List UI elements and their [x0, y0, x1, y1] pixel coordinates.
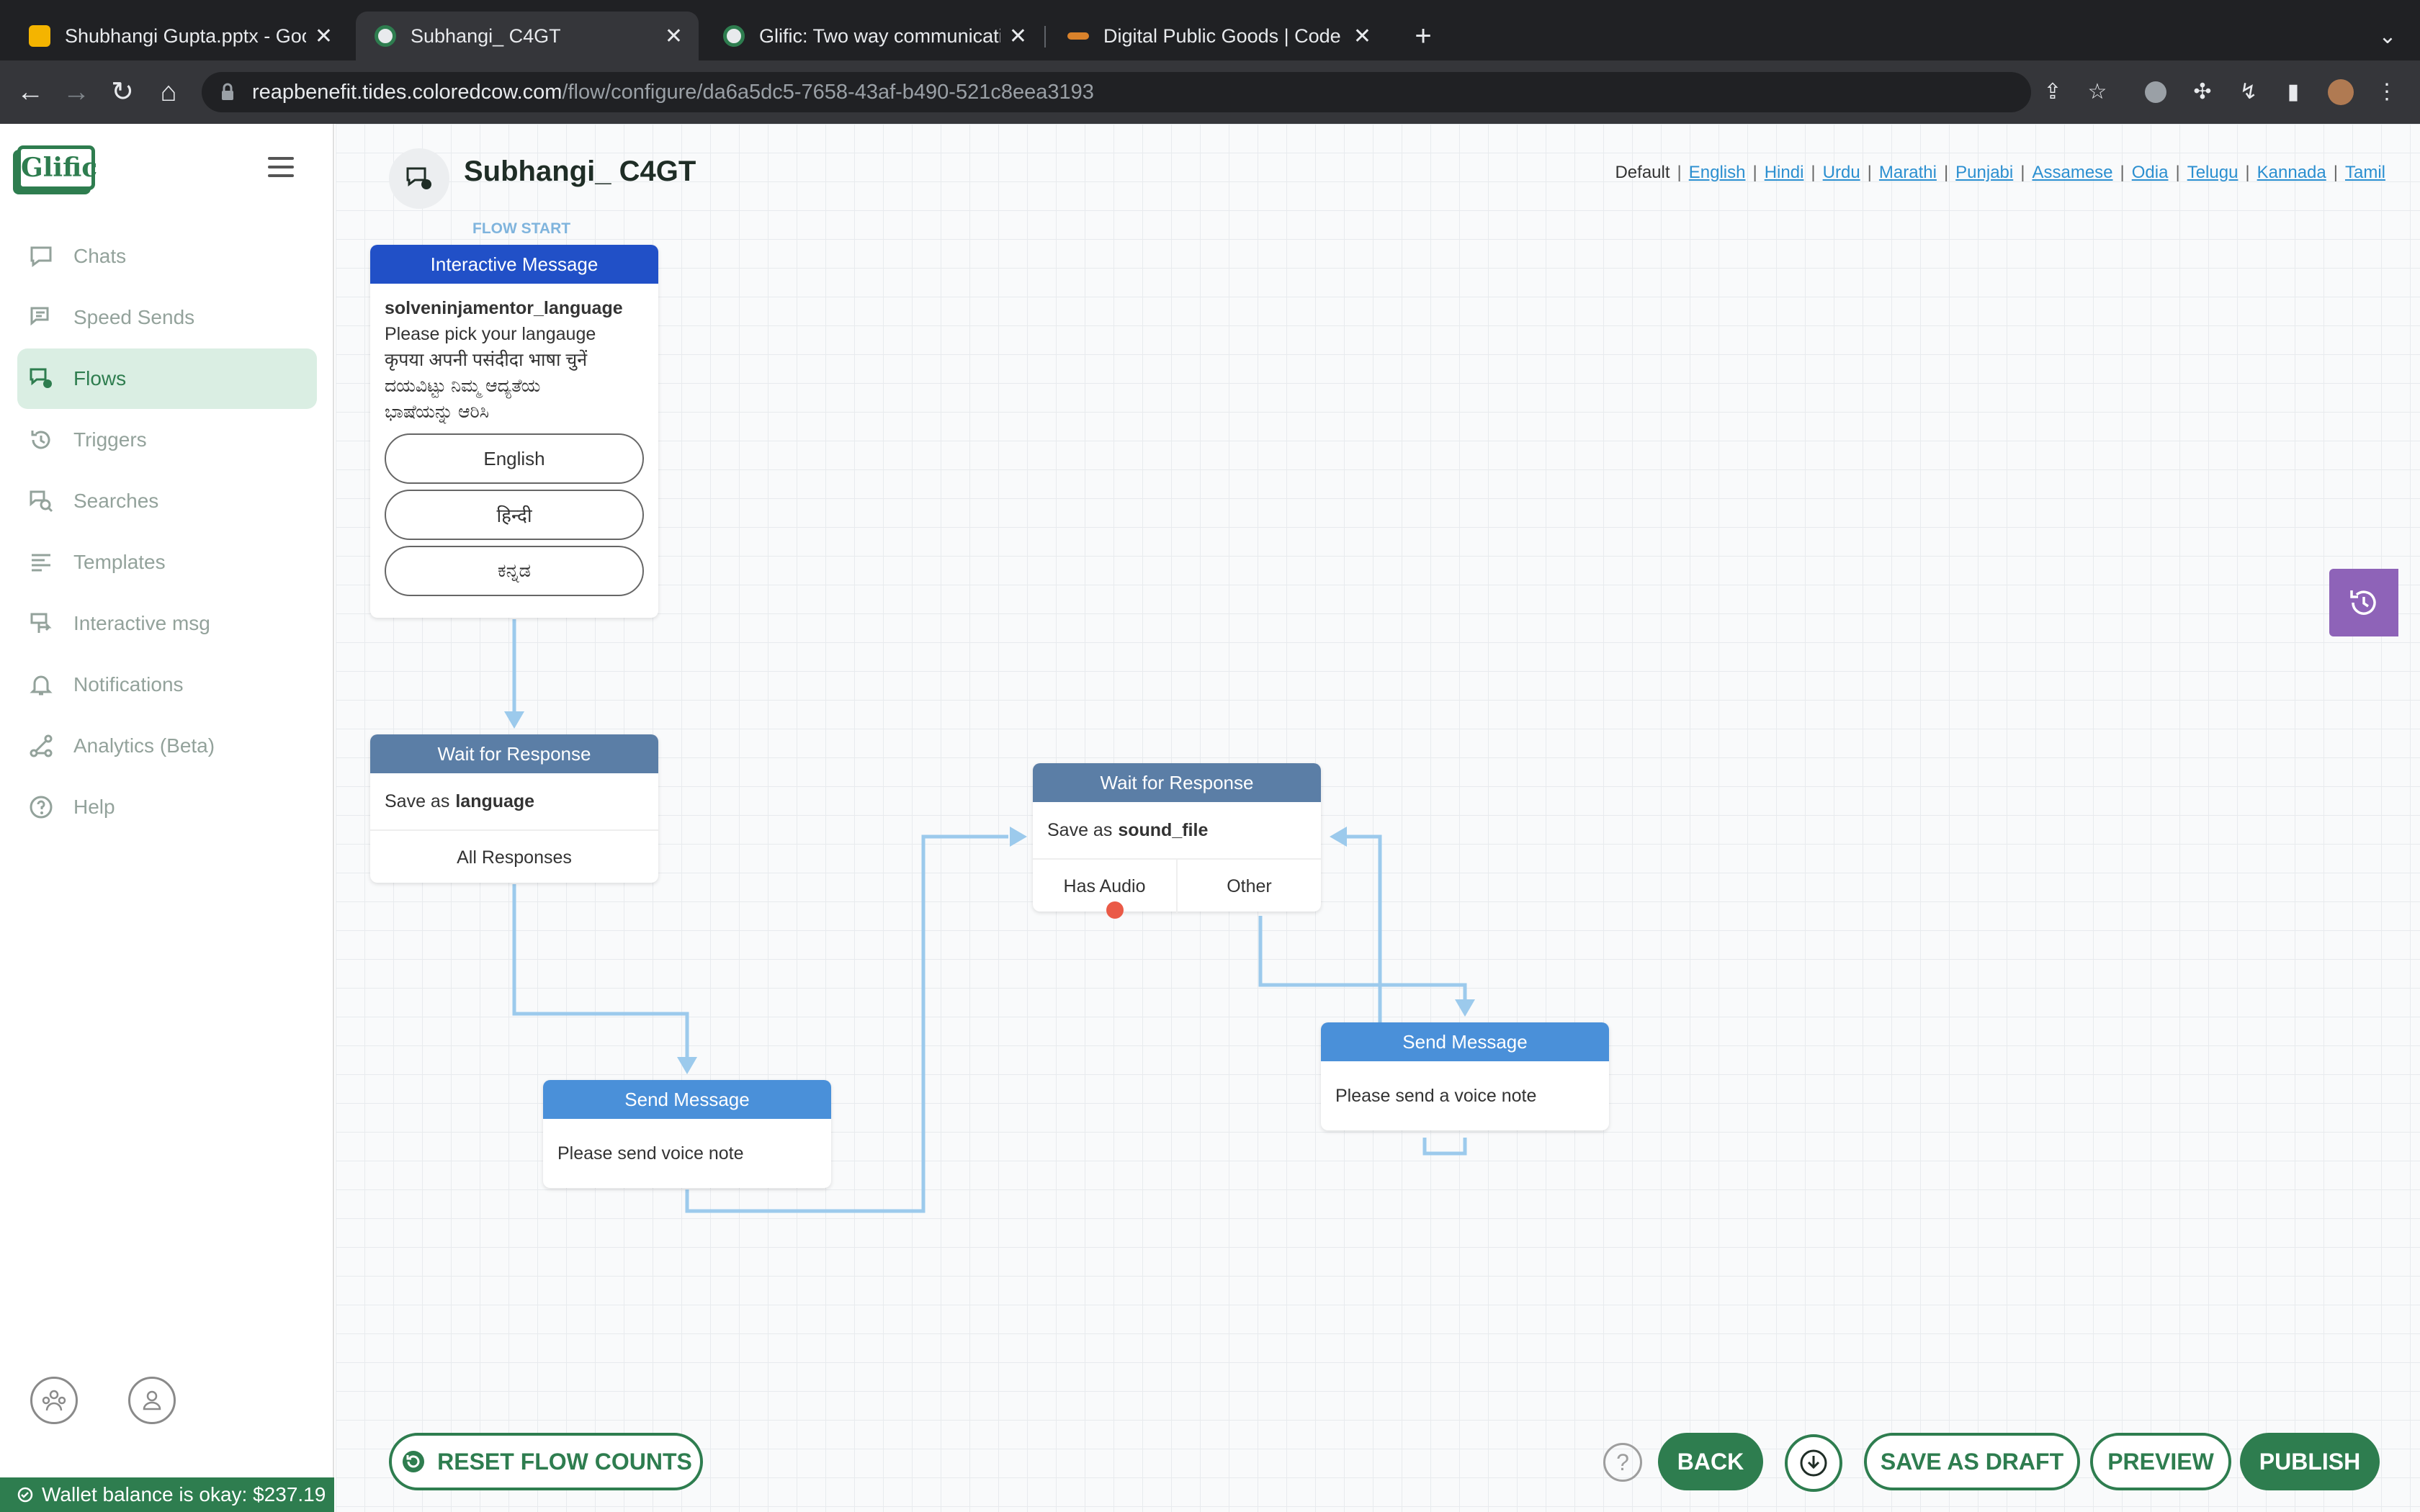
help-button[interactable]: ? [1603, 1443, 1642, 1482]
interactive-name: solveninjamentor_language [385, 295, 644, 321]
interactive-text: कृपया अपनी पसंदीदा भाषा चुनें [385, 347, 644, 373]
unconnected-exit-dot[interactable] [1106, 901, 1124, 919]
connector-line [1260, 916, 1465, 1008]
download-icon [1798, 1447, 1829, 1479]
send-message-node[interactable]: Send Message Please send voice note [543, 1080, 831, 1188]
interactive-text: Please pick your langauge [385, 321, 644, 347]
exit-all-responses[interactable]: All Responses [370, 831, 658, 883]
option-english[interactable]: English [385, 433, 644, 484]
reset-icon [400, 1448, 427, 1475]
interactive-text: ದಯವಿಟ್ಟು ನಿಮ್ಮ ಆದ್ಯತೆಯ [385, 373, 644, 399]
message-text: Please send voice note [543, 1119, 831, 1188]
interactive-message-node[interactable]: Interactive Message solveninjamentor_lan… [370, 245, 658, 618]
arrowhead [1455, 999, 1475, 1017]
node-header: Interactive Message [370, 245, 658, 284]
connector-line [1425, 1138, 1465, 1153]
node-header: Send Message [543, 1080, 831, 1119]
wait-for-response-node[interactable]: Wait for Response Save aslanguage All Re… [370, 734, 658, 883]
connector-line [1340, 837, 1380, 1022]
send-message-node[interactable]: Send Message Please send a voice note [1321, 1022, 1609, 1130]
arrowhead [1010, 827, 1027, 847]
arrowhead [504, 711, 524, 729]
node-header: Wait for Response [370, 734, 658, 773]
flow-start-label: FLOW START [472, 220, 570, 238]
connector-line [514, 884, 687, 1066]
message-text: Please send a voice note [1321, 1061, 1609, 1130]
reset-flow-counts-button[interactable]: RESET FLOW COUNTS [389, 1433, 703, 1490]
arrowhead [677, 1057, 697, 1074]
save-as-label: Save as [1047, 817, 1112, 843]
exit-other[interactable]: Other [1178, 860, 1321, 913]
export-button[interactable] [1785, 1434, 1842, 1492]
wait-for-response-node[interactable]: Wait for Response Save assound_file Has … [1033, 763, 1321, 912]
save-as-label: Save as [385, 788, 449, 814]
node-header: Send Message [1321, 1022, 1609, 1061]
exit-has-audio[interactable]: Has Audio [1033, 860, 1178, 913]
option-kannada[interactable]: ಕನ್ನಡ [385, 546, 644, 596]
back-button[interactable]: BACK [1658, 1433, 1763, 1490]
publish-button[interactable]: PUBLISH [2240, 1433, 2380, 1490]
interactive-text: ಭಾಷೆಯನ್ನು ಆರಿಸಿ [385, 399, 644, 425]
arrowhead [1330, 827, 1347, 847]
save-as-draft-button[interactable]: SAVE AS DRAFT [1864, 1433, 2080, 1490]
preview-button[interactable]: PREVIEW [2090, 1433, 2231, 1490]
history-icon [2346, 585, 2382, 621]
save-as-variable: language [455, 788, 534, 814]
reset-flow-counts-label: RESET FLOW COUNTS [437, 1449, 692, 1475]
revision-history-button[interactable] [2329, 569, 2398, 636]
save-as-variable: sound_file [1118, 817, 1208, 843]
node-header: Wait for Response [1033, 763, 1321, 802]
option-hindi[interactable]: हिन्दी [385, 490, 644, 540]
